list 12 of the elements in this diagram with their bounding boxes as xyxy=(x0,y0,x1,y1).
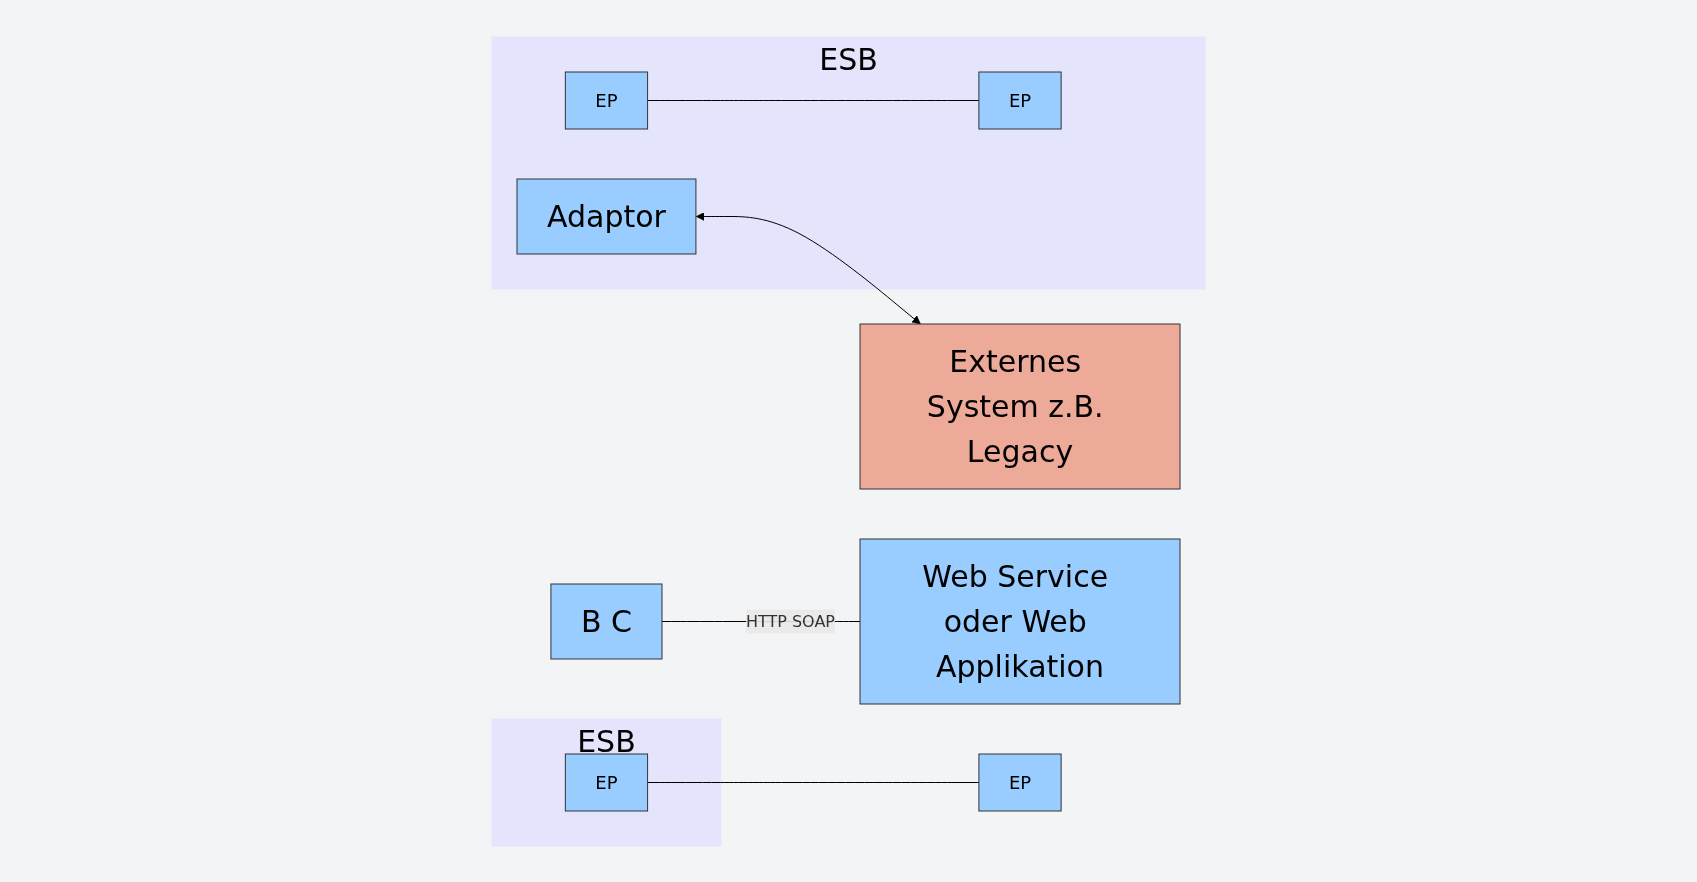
node-box: EP xyxy=(564,71,649,129)
edge-label: HTTP SOAP xyxy=(745,611,835,630)
node-box: EP xyxy=(978,753,1062,811)
node-box: Externes System z.B. Legacy xyxy=(859,323,1181,489)
node-box: EP xyxy=(564,753,649,811)
node-box: Web Service oder Web Applikation xyxy=(859,538,1181,704)
arrow xyxy=(695,211,921,324)
connector xyxy=(647,781,980,783)
node-box: EP xyxy=(978,71,1062,129)
node-box: B C xyxy=(550,583,663,659)
node-box: Adaptor xyxy=(516,178,697,254)
connector xyxy=(647,99,980,101)
